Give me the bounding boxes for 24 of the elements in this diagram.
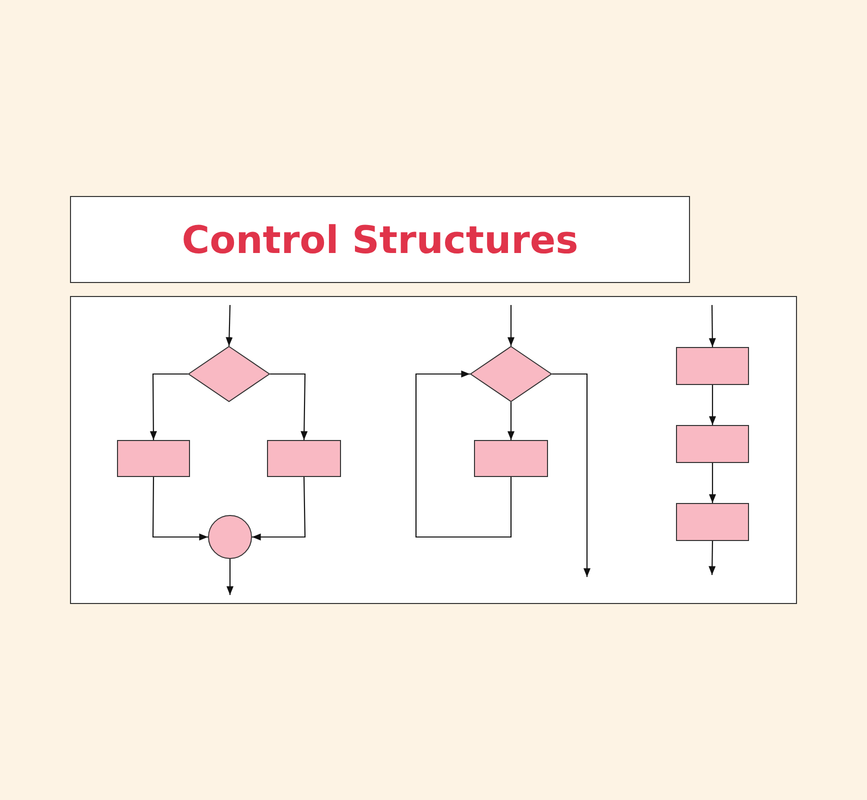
arrow (226, 304, 233, 346)
decision-diamond (188, 346, 270, 402)
arrow (708, 305, 716, 347)
arrow (270, 373, 308, 440)
title: Control Structures (182, 218, 578, 262)
arrow (708, 541, 716, 575)
arrow (507, 402, 515, 440)
arrow (552, 373, 591, 577)
process-box (676, 347, 749, 385)
process-box (676, 503, 749, 541)
arrow (226, 559, 234, 595)
arrow (252, 477, 306, 541)
arrow (708, 463, 716, 503)
arrow (507, 305, 515, 346)
arrow (152, 477, 208, 541)
arrow (708, 385, 716, 425)
arrow (150, 373, 188, 440)
connector-circle (208, 515, 252, 559)
process-box (676, 425, 749, 463)
process-box (474, 440, 548, 477)
decision-diamond (470, 346, 552, 402)
process-box (267, 440, 341, 477)
process-box (117, 440, 190, 477)
arrow (415, 370, 512, 538)
